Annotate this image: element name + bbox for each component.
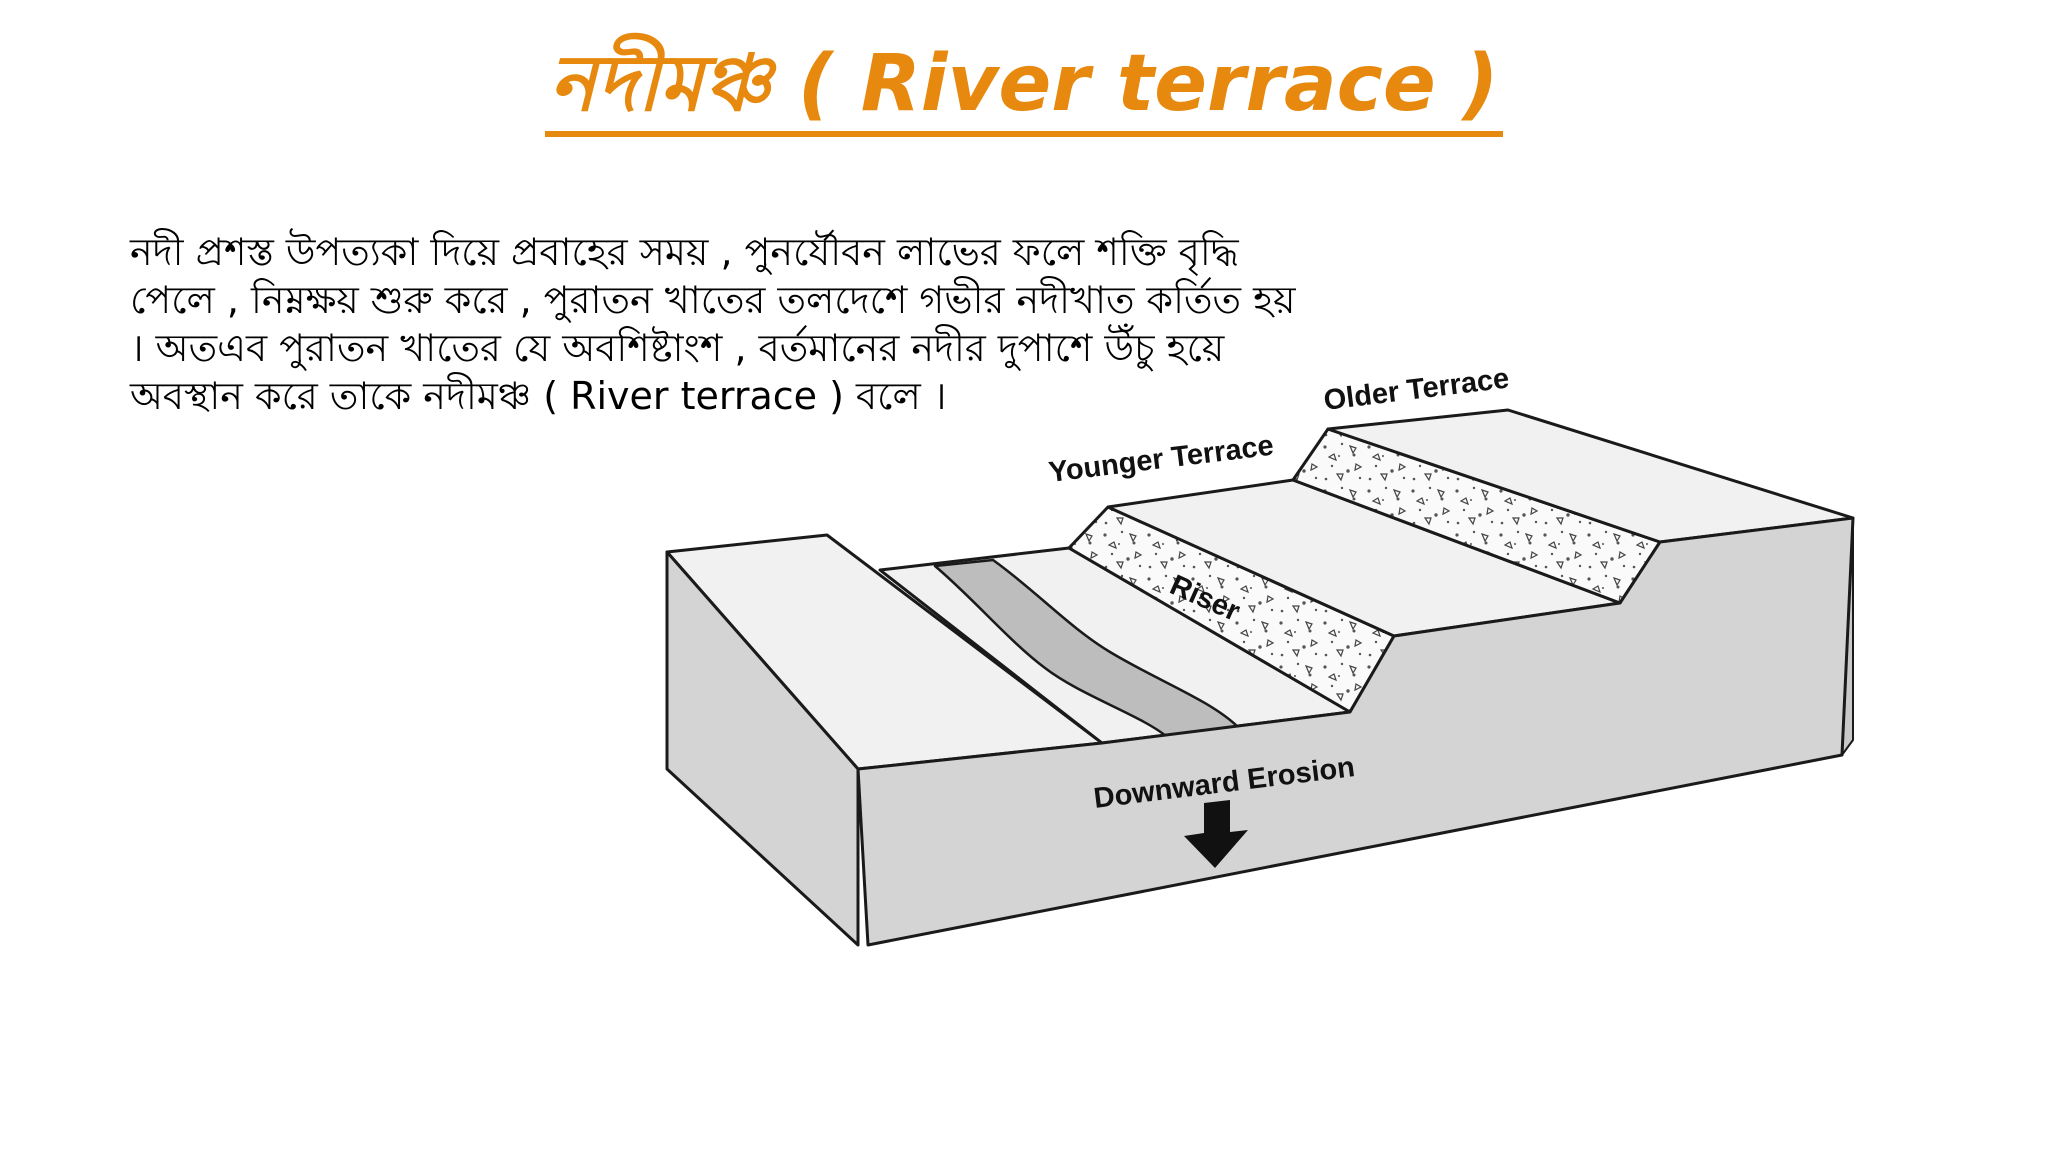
left-upland-face: [665, 550, 860, 947]
label-younger-terrace: Younger Terrace: [1047, 430, 1275, 489]
slide-title-text: নদীমঞ্চ ( River terrace ): [545, 39, 1503, 137]
down-arrow-icon: [1184, 800, 1248, 868]
block-front-face: [856, 516, 1855, 947]
slide-title: নদীমঞ্চ ( River terrace ): [0, 38, 2048, 137]
label-older-terrace: Older Terrace: [1322, 362, 1511, 416]
slide-description: নদী প্রশস্ত উপত্যকা দিয়ে প্রবাহের সময় …: [130, 230, 1296, 418]
